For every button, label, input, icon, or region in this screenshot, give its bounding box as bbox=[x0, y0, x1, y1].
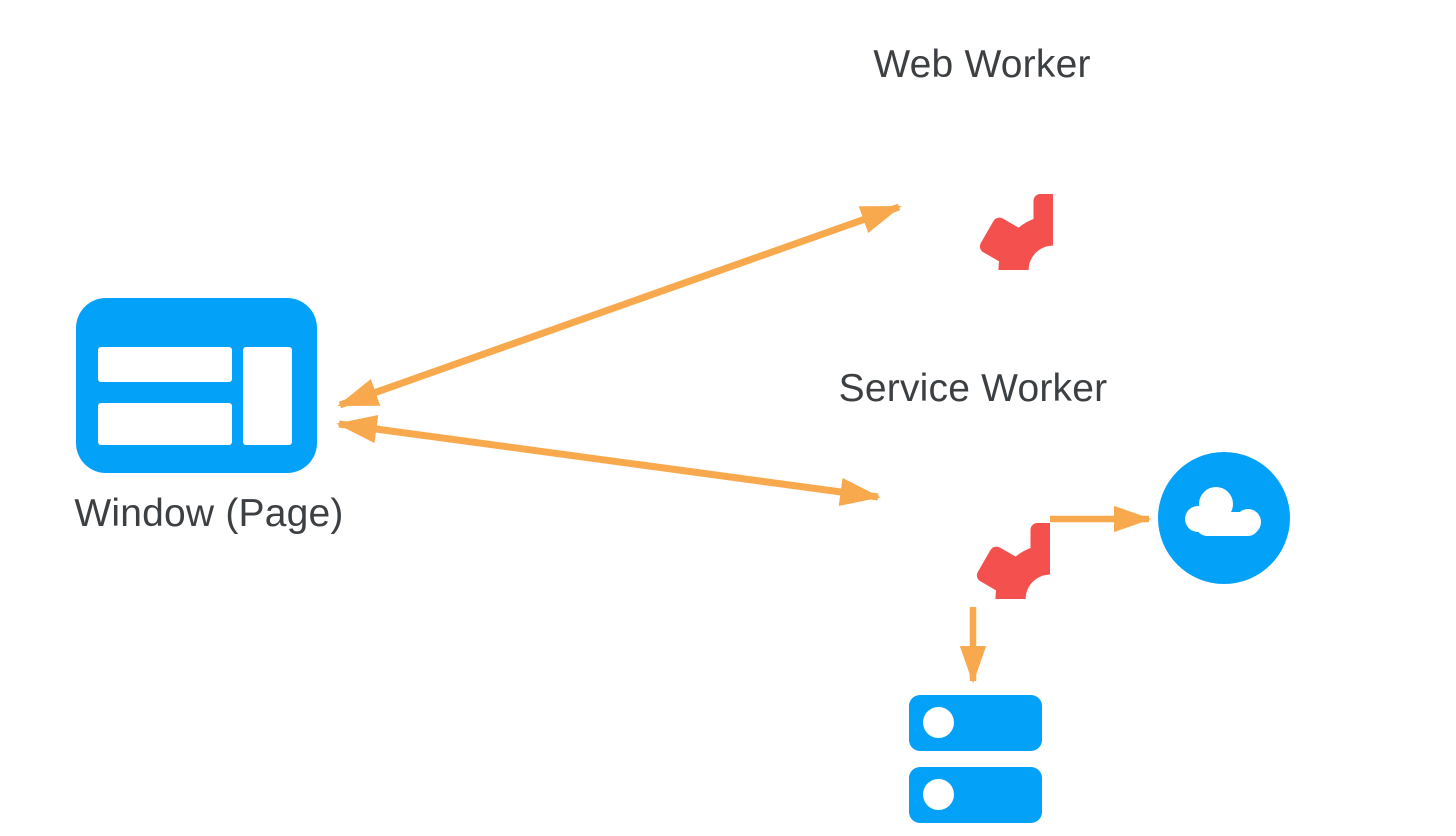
database-disk-2 bbox=[909, 767, 1042, 823]
web-worker-label: Web Worker bbox=[873, 43, 1091, 86]
database-disk-1 bbox=[909, 695, 1042, 751]
web-worker-gear-icon bbox=[897, 114, 1053, 270]
database-disk-1-dot bbox=[923, 707, 954, 738]
window-content-bar-bottom bbox=[98, 403, 232, 445]
database-disk-2-dot bbox=[923, 779, 954, 810]
service-worker-label: Service Worker bbox=[838, 367, 1108, 410]
network-cloud-icon bbox=[1158, 452, 1290, 584]
arrow-window-service-worker bbox=[336, 414, 881, 507]
window-content-bar-top bbox=[98, 347, 232, 382]
browser-window-icon bbox=[76, 298, 317, 473]
window-sidebar-pane bbox=[243, 347, 292, 445]
window-page-label: Window (Page) bbox=[74, 492, 344, 535]
service-worker-gear-icon bbox=[894, 443, 1050, 599]
arrow-window-web-worker bbox=[337, 203, 902, 409]
